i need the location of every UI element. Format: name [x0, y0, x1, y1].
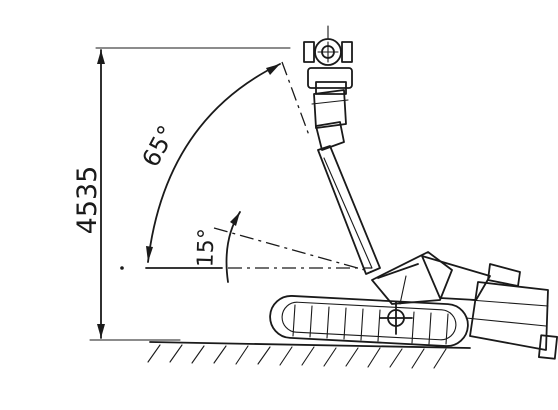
machine-body — [371, 251, 558, 360]
upper-angle-arc — [146, 63, 281, 263]
lower-angle-arc — [225, 211, 241, 283]
height-dimension — [89, 47, 291, 341]
lower-angle-label: 15° — [193, 228, 219, 268]
boom-axis-line — [281, 61, 311, 139]
tilt-reference-line — [213, 227, 373, 273]
track-undercarriage — [269, 295, 469, 347]
ground-line — [147, 341, 471, 369]
horizontal-reference — [120, 227, 373, 273]
boom-arm — [311, 89, 381, 275]
height-dimension-label: 4535 — [72, 166, 103, 235]
tool-head — [303, 25, 353, 95]
upper-angle-label: 65° — [137, 121, 182, 172]
